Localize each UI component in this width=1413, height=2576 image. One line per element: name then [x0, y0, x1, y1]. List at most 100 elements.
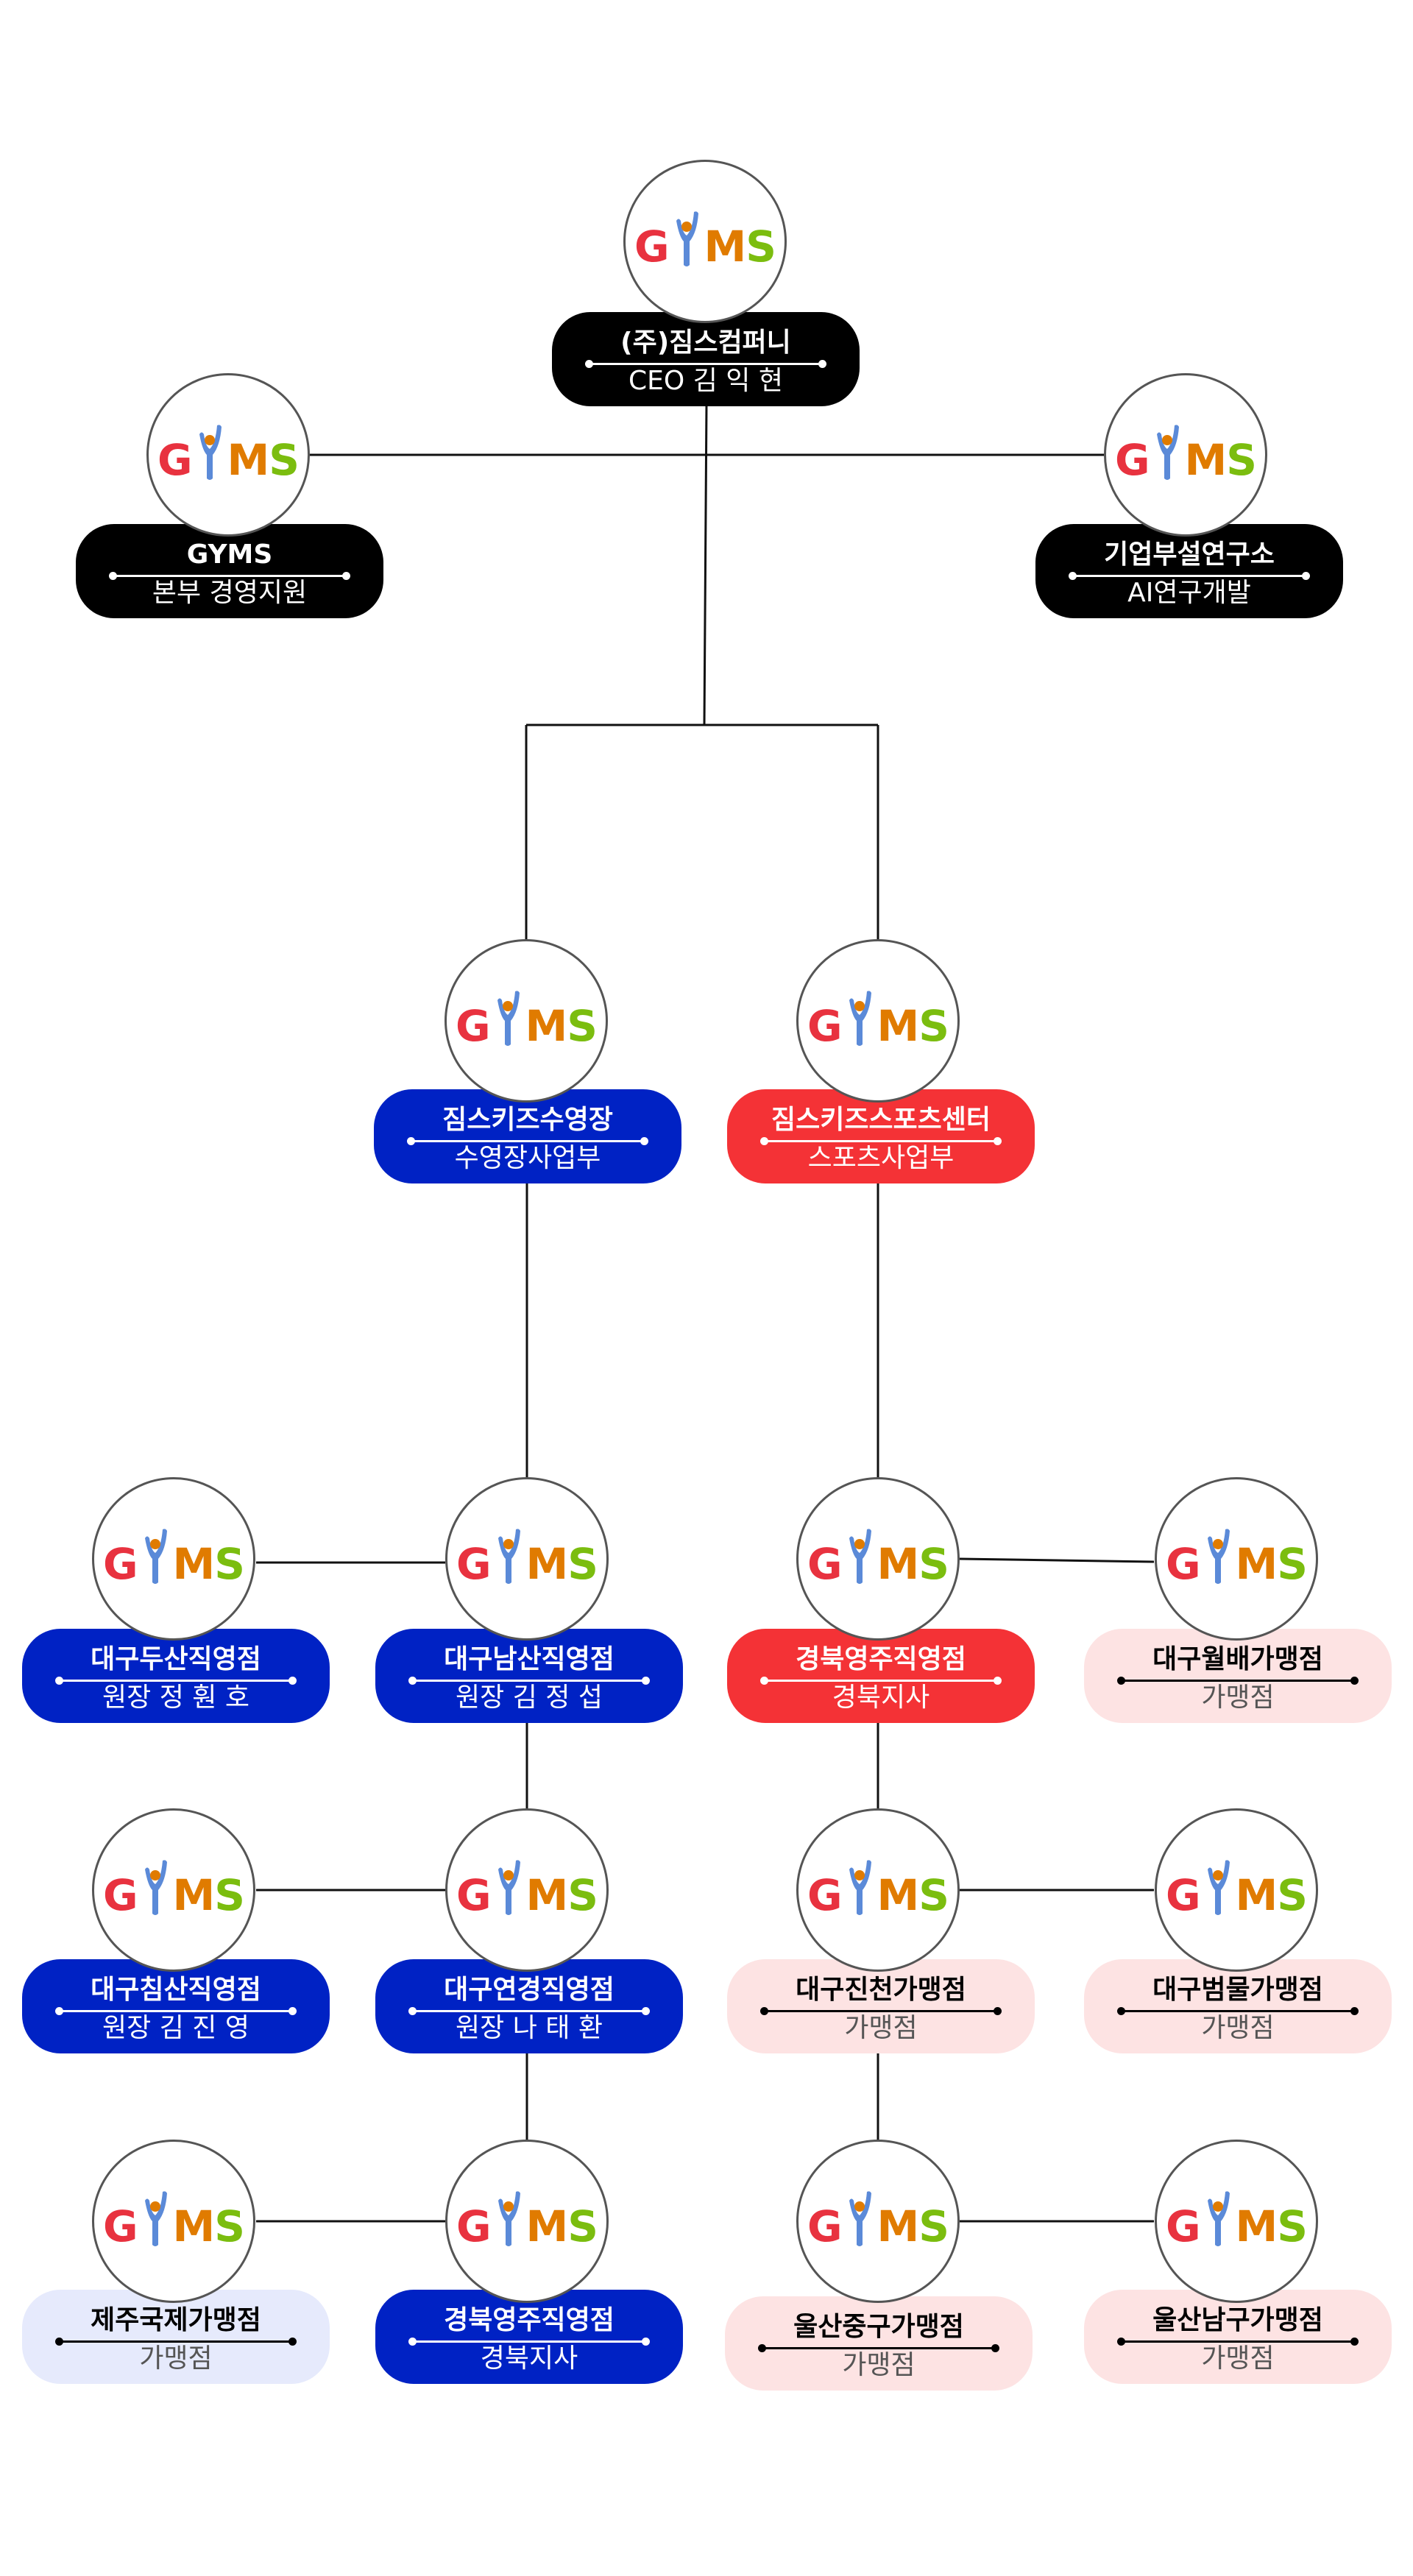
- node-subtitle: 가맹점: [1201, 2343, 1275, 2374]
- node-title: 대구범물가맹점: [1152, 1975, 1323, 2005]
- logo-figure-y-icon: [849, 2191, 871, 2246]
- logo-letter-s: S: [567, 1539, 598, 1589]
- divider-line: [407, 1137, 648, 1145]
- node-subtitle: 스포츠사업부: [807, 1143, 955, 1173]
- node-title: 제주국제가맹점: [91, 2305, 261, 2335]
- logo-letter-g: G: [102, 1539, 138, 1589]
- divider-line: [55, 2007, 297, 2015]
- connector-yeongju-wolbae: [959, 1557, 1155, 1563]
- logo-letter-m: M: [172, 2201, 216, 2251]
- node-subtitle: 원장 김 진 영: [102, 2013, 249, 2043]
- node-title: GYMS: [186, 539, 273, 570]
- node-title: 대구남산직영점: [444, 1644, 615, 1674]
- logo-letter-m: M: [1235, 1870, 1278, 1920]
- logo-letter-s: S: [567, 2201, 598, 2251]
- logo-letter-m: M: [525, 1870, 569, 1920]
- node-subtitle: 원장 나 태 환: [456, 2013, 603, 2043]
- divider-line: [760, 1677, 1002, 1685]
- logo-letter-m: M: [1184, 435, 1228, 485]
- logo-letter-m: M: [172, 1539, 216, 1589]
- node-subtitle: 원장 정 훤 호: [102, 1682, 249, 1713]
- logo-letter-s: S: [1277, 2201, 1308, 2251]
- node-title: 짐스키즈스포츠센터: [771, 1105, 991, 1135]
- node-subtitle: 가맹점: [1201, 2013, 1275, 2043]
- logo-letter-s: S: [918, 1001, 949, 1051]
- node-title: 짐스키즈수영장: [442, 1105, 613, 1135]
- node-label[interactable]: GYMS 본부 경영지원: [76, 524, 383, 618]
- node-subtitle: 본부 경영지원: [152, 578, 308, 608]
- node-title: 기업부설연구소: [1104, 539, 1275, 570]
- logo-letter-m: M: [525, 1001, 568, 1051]
- logo-letter-m: M: [227, 435, 270, 485]
- logo-letter-g: G: [1114, 435, 1150, 485]
- logo-figure-y-icon: [497, 1860, 520, 1915]
- logo-letter-m: M: [877, 1870, 920, 1920]
- logo-figure-y-icon: [199, 425, 222, 480]
- divider-line: [760, 2007, 1002, 2015]
- node-subtitle: 가맹점: [842, 2350, 916, 2380]
- node-subtitle: 경북지사: [480, 2343, 578, 2374]
- logo-letter-s: S: [918, 2201, 949, 2251]
- node-title: 대구두산직영점: [91, 1644, 261, 1674]
- logo-letter-g: G: [455, 1001, 491, 1051]
- logo-letter-s: S: [214, 1870, 245, 1920]
- logo-letter-g: G: [157, 435, 193, 485]
- logo-letter-m: M: [1235, 1539, 1278, 1589]
- logo-letter-m: M: [704, 222, 747, 272]
- logo-figure-y-icon: [1207, 1860, 1230, 1915]
- logo-letter-g: G: [456, 2201, 492, 2251]
- logo-letter-g: G: [102, 2201, 138, 2251]
- logo-letter-g: G: [807, 1001, 843, 1051]
- logo-letter-s: S: [214, 1539, 245, 1589]
- divider-line: [1069, 572, 1310, 580]
- node-title: 대구진천가맹점: [796, 1975, 966, 2005]
- divider-line: [585, 360, 826, 368]
- logo-letter-s: S: [918, 1539, 949, 1589]
- node-subtitle: 가맹점: [1201, 1682, 1275, 1713]
- logo-letter-g: G: [807, 2201, 843, 2251]
- divider-line: [758, 2344, 999, 2352]
- node-subtitle: 경북지사: [832, 1682, 930, 1713]
- logo-letter-m: M: [877, 1001, 920, 1051]
- node-title: 울산중구가맹점: [793, 2312, 964, 2342]
- node-subtitle: 가맹점: [844, 2013, 918, 2043]
- logo-figure-y-icon: [849, 1529, 871, 1584]
- logo-figure-y-icon: [497, 1529, 520, 1584]
- logo-letter-s: S: [567, 1870, 598, 1920]
